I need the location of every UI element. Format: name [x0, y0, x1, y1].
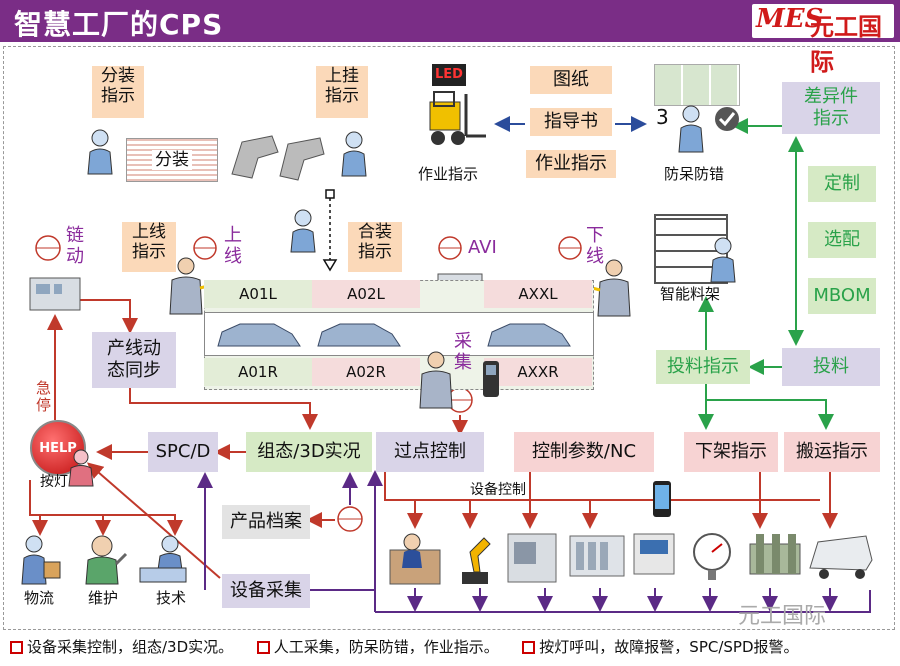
xiaxian-1: 下 — [586, 226, 604, 247]
agv-cart-icon — [806, 528, 876, 582]
cell-axxr: AXXR — [484, 358, 592, 386]
cell-a01r: A01R — [204, 358, 312, 386]
forklift-icon — [424, 90, 488, 150]
plc-device-icon — [28, 270, 82, 316]
touliao-box: 投料 — [782, 348, 880, 386]
chayijian-line1: 差异件 — [804, 86, 858, 108]
cell-a02r: A02R — [312, 358, 420, 386]
conveyor-machine-icon — [748, 530, 802, 584]
inspector-icon — [592, 258, 634, 318]
banyun-box: 搬运指示 — [784, 432, 880, 472]
fenzhuang-zhishi-label: 分装 指示 — [92, 66, 144, 118]
jiting-2: 停 — [36, 397, 51, 414]
worker-icon — [288, 208, 318, 254]
fangdai-caption: 防呆防错 — [664, 166, 724, 183]
zutai-box: 组态/3D实况 — [246, 432, 372, 472]
liandong-2: 动 — [66, 247, 84, 268]
shangxian-1: 上 — [224, 226, 242, 247]
shanggua-zhishi-line2: 指示 — [316, 86, 368, 106]
robot-arm-icon — [456, 528, 496, 586]
jiting-1: 急 — [36, 380, 51, 397]
fixture-icon — [228, 130, 328, 182]
worker-icon — [676, 104, 706, 154]
avi-label: AVI — [468, 238, 497, 259]
option-xuanpei: 选配 — [808, 222, 876, 258]
logistics-worker-icon — [18, 534, 62, 586]
worker-icon — [708, 236, 738, 284]
pressure-gauge-icon — [690, 532, 734, 582]
role-wuliu: 物流 — [24, 590, 54, 607]
jiting-label: 急 停 — [36, 380, 51, 415]
legend-item-1: 设备采集控制，组态/3D实况。 — [27, 638, 233, 656]
led-sign-icon: LED — [432, 64, 466, 86]
shangxian-label: 上 线 — [224, 226, 242, 267]
cell-a02l: A02L — [312, 280, 420, 308]
zuoye-zhishi-caption: 作业指示 — [418, 166, 478, 183]
kongzhi-nc-box: 控制参数/NC — [514, 432, 654, 472]
guodian-box: 过点控制 — [376, 432, 484, 472]
smart-rack-caption: 智能料架 — [660, 286, 720, 303]
doc-zhidaoshu: 指导书 — [530, 108, 612, 136]
controller-display-icon — [632, 532, 676, 576]
plc-rack-icon — [568, 530, 626, 582]
chayijian-line2: 指示 — [813, 108, 849, 130]
chanxian-sync-box: 产线动 态同步 — [92, 332, 176, 388]
car-body-icons — [212, 316, 582, 352]
shanggua-zhishi-line1: 上挂 — [316, 66, 368, 86]
cnc-machine-icon — [506, 530, 558, 584]
check-mark-icon — [712, 104, 742, 134]
maintenance-worker-icon — [80, 534, 128, 586]
fenzhuang-box: 分装 — [126, 138, 218, 182]
phone-icon — [652, 480, 672, 518]
hezhuang-2: 指示 — [348, 242, 402, 262]
shangxian-zhishi-1: 上线 — [122, 222, 176, 242]
legend-item-2: 人工采集，防呆防错，作业指示。 — [274, 638, 499, 656]
legend-marker-icon — [522, 641, 535, 654]
liandong-label: 链 动 — [66, 226, 84, 267]
fangdai-number: 3 — [656, 106, 669, 129]
inspector-icon — [416, 350, 458, 410]
role-jishu: 技术 — [156, 590, 186, 607]
xiajia-box: 下架指示 — [684, 432, 778, 472]
chanpin-dangan-box: 产品档案 — [222, 505, 310, 539]
worker-icon — [86, 128, 114, 176]
legend-item-3: 按灯呼叫，故障报警，SPC/SPD报警。 — [539, 638, 798, 656]
role-weihu: 维护 — [88, 590, 118, 607]
option-mbom: MBOM — [808, 278, 876, 314]
andeng-label: 按灯 — [40, 474, 68, 490]
shangxian-2: 线 — [224, 247, 242, 268]
cell-axxl: AXXL — [484, 280, 592, 308]
doc-zuoye-zhishi: 作业指示 — [526, 150, 616, 178]
shanggua-zhishi-label: 上挂 指示 — [316, 66, 368, 118]
shebei-caiji-box: 设备采集 — [222, 574, 310, 608]
fenzhuang-box-text: 分装 — [152, 150, 192, 170]
inspector-icon — [166, 256, 208, 316]
fenzhuang-zhishi-line1: 分装 — [92, 66, 144, 86]
watermark-text: 元工国际 — [738, 604, 826, 629]
option-dingzhi: 定制 — [808, 166, 876, 202]
legend-marker-icon — [10, 641, 23, 654]
worker-icon — [66, 448, 96, 488]
doc-tuzhi: 图纸 — [530, 66, 612, 94]
shebei-kongzhi-label: 设备控制 — [470, 482, 526, 498]
worker-icon — [340, 130, 368, 178]
legend: 设备采集控制，组态/3D实况。 人工采集，防呆防错，作业指示。 按灯呼叫，故障报… — [10, 636, 799, 657]
chayijian-zhishi-box: 差异件 指示 — [782, 82, 880, 134]
fenzhuang-zhishi-line2: 指示 — [92, 86, 144, 106]
scanner-icon — [482, 360, 500, 398]
cell-a01l: A01L — [204, 280, 312, 308]
liandong-1: 链 — [66, 226, 84, 247]
spcd-box: SPC/D — [148, 432, 218, 472]
hezhuang-1: 合装 — [348, 222, 402, 242]
legend-marker-icon — [257, 641, 270, 654]
chanxian-2: 态同步 — [107, 360, 161, 382]
chanxian-1: 产线动 — [107, 338, 161, 360]
hezhuang-zhishi-label: 合装 指示 — [348, 222, 402, 272]
touliao-zhishi-box: 投料指示 — [656, 350, 750, 384]
parts-grid-icon — [654, 64, 740, 106]
technician-icon — [138, 534, 188, 586]
operator-machine-icon — [388, 528, 442, 586]
